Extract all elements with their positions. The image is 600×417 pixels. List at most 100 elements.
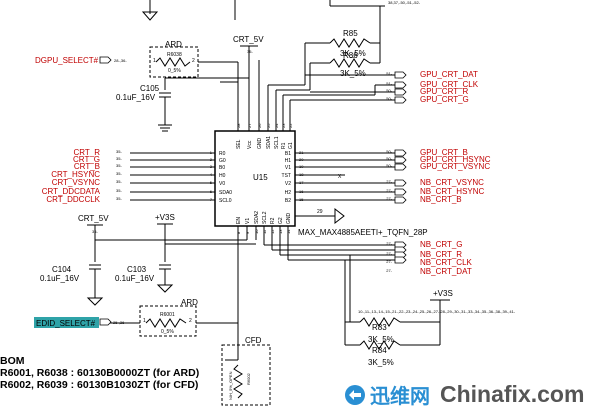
- chip-pin-gnd: GND: [257, 138, 263, 150]
- chip-pin-num: 24: [274, 123, 279, 128]
- net-crt_ddcdata: CRT_DDCDATA: [42, 187, 101, 196]
- chip-pin-g2: G2: [278, 217, 284, 224]
- v3s-mid-label: +V3S: [155, 213, 175, 222]
- r86-ref: R86: [343, 51, 358, 60]
- chip-pin-g0: G0: [219, 158, 226, 164]
- chip-pin-scl2: SCL2: [262, 211, 268, 224]
- r6001-ref: R6001: [160, 312, 175, 318]
- net-nb-crt-vsync: NB_CRT_VSYNC: [420, 178, 484, 187]
- bom-line-1: R6001, R6038 : 60130B0000ZT (for ARD): [0, 367, 200, 379]
- net-ref: 27-: [386, 179, 392, 184]
- top-nets: 38,37,-50,-51,-52-: [388, 0, 421, 5]
- cfd-box: [221, 344, 271, 406]
- net-nb-crt-b: NB_CRT_B: [420, 195, 462, 204]
- net-ref: 51-: [386, 71, 392, 76]
- net-ref: 35-: [116, 188, 122, 193]
- r6038-pin2: 2: [192, 58, 195, 64]
- net-ref: 27-: [386, 241, 392, 246]
- r85-value: 3K_5%: [340, 49, 366, 58]
- chip-pin-num: 17: [299, 180, 304, 185]
- net-ref: 35-: [116, 171, 122, 176]
- net-gpu-crt-hsync: GPU_CRT_HSYNC: [420, 155, 491, 164]
- r84-ref: R84: [372, 346, 387, 355]
- chip-pin-num: 8: [236, 231, 241, 234]
- c104-value: 0.1uF_16V: [40, 274, 80, 283]
- chip-part-number: MAX_MAX4885AEETI+_TQFN_28P: [298, 228, 428, 237]
- chip-pin-v2: V2: [285, 181, 291, 187]
- chip-pin-v0: V0: [219, 181, 225, 187]
- r6002-ref: R6002: [246, 372, 251, 385]
- chip-pin-b0: B0: [219, 165, 225, 171]
- bom-note: BOM R6001, R6038 : 60130B0000ZT (for ARD…: [0, 355, 215, 391]
- chip-pin-num: 13: [278, 229, 283, 234]
- edid-select-net: EDID_SELECT#: [36, 319, 96, 328]
- r6001-pin2: 2: [189, 318, 192, 324]
- chip-pin-num: 15: [299, 197, 304, 202]
- bom-title: BOM: [0, 355, 25, 367]
- net-ref: 35-: [116, 179, 122, 184]
- chip-ref: U15: [253, 173, 268, 182]
- r84-value: 3K_5%: [368, 358, 394, 367]
- net-ref: 27-: [386, 188, 392, 193]
- chip-pin-h0: H0: [219, 173, 226, 179]
- chip-pin-h2: H2: [285, 190, 292, 196]
- c105-ref: C105: [140, 84, 160, 93]
- net-ref: 50-: [386, 88, 392, 93]
- net-crt_hsync: CRT_HSYNC: [51, 170, 100, 179]
- chip-pin-num: 16: [299, 189, 304, 194]
- c103-ref: C103: [127, 265, 147, 274]
- chip-pin-gnd: GND: [286, 213, 292, 225]
- net-gpu-crt-clk: GPU_CRT_CLK: [420, 80, 479, 89]
- crt5v-top-label: CRT_5V: [233, 35, 264, 44]
- chip-pin-num: 6: [210, 189, 213, 194]
- c103-value: 0.1uF_16V: [115, 274, 155, 283]
- chip-pin-sda2: SDA2: [254, 211, 260, 224]
- net-ref: 27-: [386, 268, 392, 273]
- chip-pin-v1: V1: [285, 165, 291, 171]
- net-ref: 35-: [116, 163, 122, 168]
- r83-value: 3K_5%: [368, 335, 394, 344]
- chip-pin-num: 9: [245, 231, 250, 234]
- chip-pin-num: 25: [266, 123, 271, 128]
- chip-pin-num: 1: [210, 150, 213, 155]
- r6038-ref: R6038: [167, 52, 182, 58]
- dgpu-select-net: DGPU_SELECT#: [35, 56, 99, 65]
- chip-pin-g1: G1: [288, 142, 294, 149]
- net-gpu-crt-vsync: GPU_CRT_VSYNC: [420, 162, 490, 171]
- chip-pin-sel: SEL: [236, 139, 242, 149]
- net-crt_g: CRT_G: [73, 155, 100, 164]
- chip-pin-num: 20: [299, 157, 304, 162]
- v3s-right-nets: 10-,11-,13-,14-,15-,21-,22-,23-,24-,25-,…: [358, 309, 516, 314]
- crt5v-top-ref: 35-: [247, 49, 253, 54]
- net-nb-crt-g: NB_CRT_G: [420, 240, 463, 249]
- net-ref: 27-: [386, 259, 392, 264]
- net-crt_b: CRT_B: [74, 162, 100, 171]
- net-ref: 35-: [116, 149, 122, 154]
- bom-line-2: R6002, R6039 : 60130B1030ZT (for CFD): [0, 379, 199, 391]
- chip-pin-b2: B2: [285, 198, 291, 204]
- chip-pin-num: 19: [299, 164, 304, 169]
- net-crt_ddcclk: CRT_DDCCLK: [46, 195, 100, 204]
- net-nb-crt-clk: NB_CRT_CLK: [420, 258, 473, 267]
- edid-select-ref: 25-,36-: [113, 320, 126, 325]
- ard-box-bottom: [139, 305, 197, 337]
- r6038-value: 0_5%: [168, 68, 181, 74]
- crt5v-bottom-ref: 35-: [92, 229, 98, 234]
- net-gpu-crt-b: GPU_CRT_B: [420, 148, 468, 157]
- chip-pin-b1: B1: [285, 151, 291, 157]
- net-crt_vsync: CRT_VSYNC: [52, 178, 101, 187]
- r83-ref: R83: [372, 323, 387, 332]
- net-nb-crt-r: NB_CRT_R: [420, 250, 462, 259]
- chip-pin-num: 2: [210, 157, 213, 162]
- chip-pin-scl0: SCL0: [219, 198, 232, 204]
- watermark-cn: 迅维网: [370, 384, 430, 408]
- edid-select-highlight: [34, 317, 99, 328]
- chip-pin-en: EN: [236, 217, 242, 224]
- chip-pin-r1: R1: [281, 142, 287, 149]
- net-ref: 50-: [386, 156, 392, 161]
- net-crt_r: CRT_R: [73, 148, 100, 157]
- chip-pin-num: 27: [247, 123, 252, 128]
- net-ref: 50-: [386, 149, 392, 154]
- chip-pin-scl1: SCL1: [274, 136, 280, 149]
